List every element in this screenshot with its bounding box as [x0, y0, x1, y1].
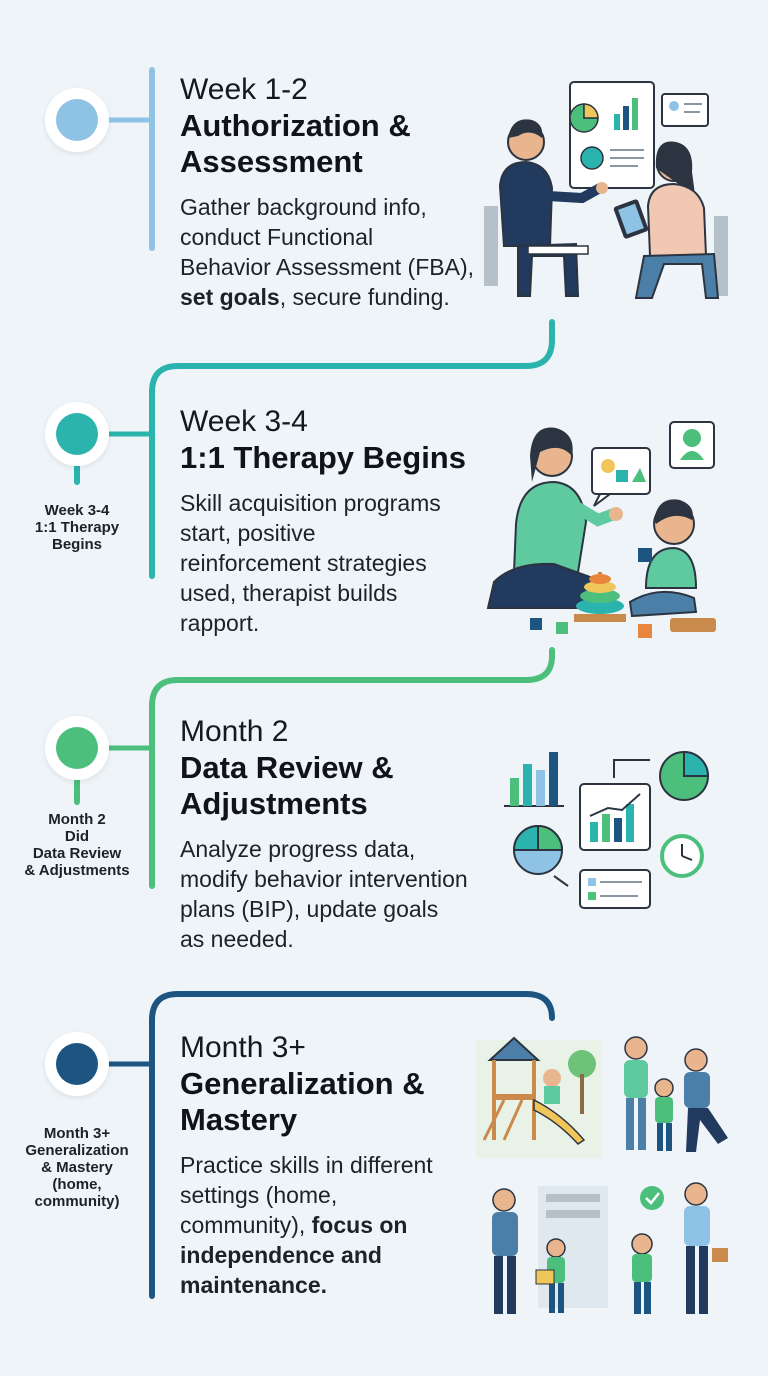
bracket-3	[149, 647, 555, 889]
stage-2: Week 3-4 1:1 Therapy Begins Skill acquis…	[180, 404, 510, 638]
community-practice-illustration	[476, 1036, 728, 1314]
stage-description: Skill acquisition programs start, positi…	[180, 490, 441, 636]
stage-description: Practice skills in different settings (h…	[180, 1152, 433, 1298]
timeline-node-1	[45, 88, 109, 152]
stage-time: Week 3-4	[180, 405, 308, 438]
stage-4: Month 3+ Generalization &Mastery Practic…	[180, 1030, 510, 1300]
timeline-node-3	[45, 716, 109, 780]
stage-title: 1:1 Therapy Begins	[180, 440, 466, 475]
stage-title: Authorization &Assessment	[180, 108, 411, 179]
bracket-2	[149, 319, 555, 579]
stage-time: Week 1-2	[180, 73, 308, 106]
stage-time: Month 3+	[180, 1031, 306, 1064]
timeline-node-2	[45, 402, 109, 466]
stage-1: Week 1-2 Authorization &Assessment Gathe…	[180, 72, 510, 312]
therapy-play-illustration	[486, 421, 716, 638]
bracket-4	[149, 991, 555, 1299]
stage-description: Gather background info, conduct Function…	[180, 194, 474, 310]
timeline-node-4	[45, 1032, 109, 1096]
stage-description: Analyze progress data, modify behavior i…	[180, 836, 468, 952]
assessment-meeting-illustration	[484, 81, 728, 299]
stage-title: Data Review &Adjustments	[180, 750, 394, 821]
side-label-stage-2: Week 3-4 1:1 Therapy Begins	[34, 502, 120, 553]
data-charts-illustration	[504, 750, 710, 909]
stage-3: Month 2 Data Review &Adjustments Analyze…	[180, 714, 510, 954]
side-label-stage-4: Month 3+ Generalization & Mastery (home,…	[25, 1125, 129, 1210]
side-label-stage-3: Month 2 Did Data Review & Adjustments	[24, 811, 130, 879]
stage-time: Month 2	[180, 715, 289, 748]
stage-title: Generalization &Mastery	[180, 1066, 425, 1137]
